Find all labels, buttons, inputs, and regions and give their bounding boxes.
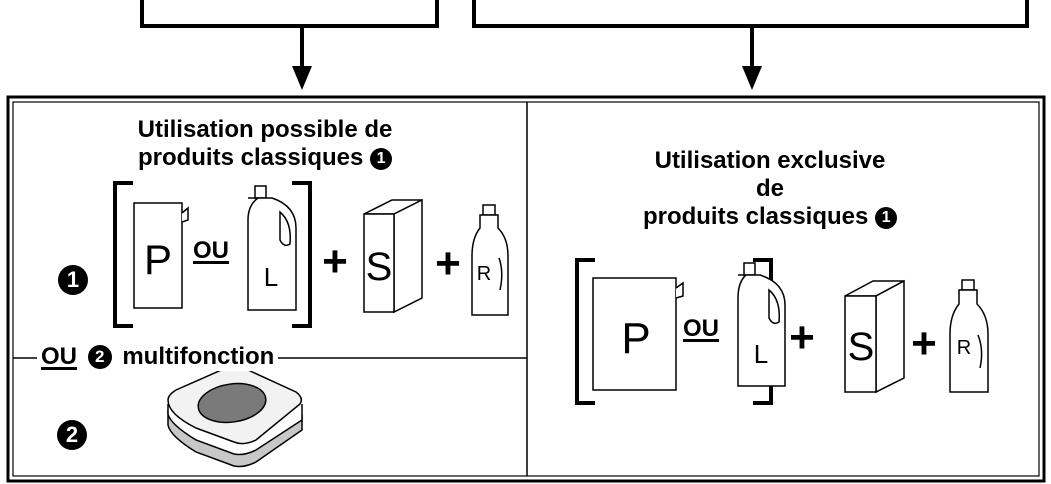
rinse-letter-right: R bbox=[957, 337, 971, 359]
liquid-letter-left: L bbox=[264, 262, 278, 292]
row2-marker: 2 bbox=[57, 420, 87, 450]
tablet-icon bbox=[167, 365, 303, 468]
powder-letter-right: P bbox=[621, 314, 650, 363]
right-title-marker: 1 bbox=[875, 207, 898, 229]
salt-letter-left: S bbox=[366, 245, 393, 289]
multifunction-separator: OU 2 multifonction bbox=[37, 343, 279, 371]
arrow-right bbox=[742, 66, 762, 90]
outer-frame bbox=[6, 95, 1046, 483]
plus-sign-1: + bbox=[322, 237, 348, 286]
liquid-letter-right: L bbox=[754, 339, 768, 369]
ou-label-right: OU bbox=[683, 315, 719, 342]
salt-box-icon-right bbox=[844, 279, 905, 394]
powder-pack-icon-right bbox=[592, 277, 684, 391]
plus-sign-4: + bbox=[911, 319, 937, 368]
ou-label-left: OU bbox=[193, 237, 229, 264]
top-bracket-right bbox=[472, 0, 1029, 68]
separator-marker: 2 bbox=[87, 345, 112, 369]
rinse-bottle-icon-right bbox=[949, 279, 989, 393]
powder-letter-left: P bbox=[144, 236, 172, 283]
left-title-line2: produits classiques bbox=[137, 144, 364, 171]
rinse-letter-left: R bbox=[477, 263, 491, 285]
powder-pack-icon-left bbox=[133, 202, 189, 309]
right-panel-title: Utilisation exclusive de produits classi… bbox=[560, 147, 980, 231]
salt-box-icon-left bbox=[363, 198, 423, 314]
salt-letter-right: S bbox=[848, 325, 875, 369]
right-title-line1: Utilisation exclusive bbox=[654, 147, 886, 174]
rinse-bottle-icon-left bbox=[471, 204, 509, 316]
right-title-line3-wrap: produits classiques 1 bbox=[560, 203, 980, 231]
outer-frame-inner bbox=[12, 101, 1040, 477]
left-bracket-group bbox=[113, 181, 312, 328]
top-bracket-left bbox=[140, 0, 439, 68]
right-title-line3: produits classiques bbox=[642, 203, 869, 230]
right-title-line2: de bbox=[755, 175, 784, 202]
arrow-left bbox=[292, 66, 312, 90]
plus-sign-3: + bbox=[789, 313, 815, 362]
left-title-line2-wrap: produits classiques 1 bbox=[60, 144, 470, 172]
row1-marker: 1 bbox=[58, 265, 88, 295]
liquid-bottle-icon-right bbox=[737, 262, 786, 387]
left-panel-title: Utilisation possible de produits classiq… bbox=[60, 116, 470, 172]
plus-sign-2: + bbox=[435, 239, 461, 288]
left-title-line1: Utilisation possible de bbox=[137, 116, 393, 143]
separator-text: multifonction bbox=[122, 343, 275, 370]
liquid-bottle-icon-left bbox=[247, 185, 297, 311]
left-title-marker: 1 bbox=[370, 148, 393, 170]
separator-ou: OU bbox=[41, 343, 77, 370]
